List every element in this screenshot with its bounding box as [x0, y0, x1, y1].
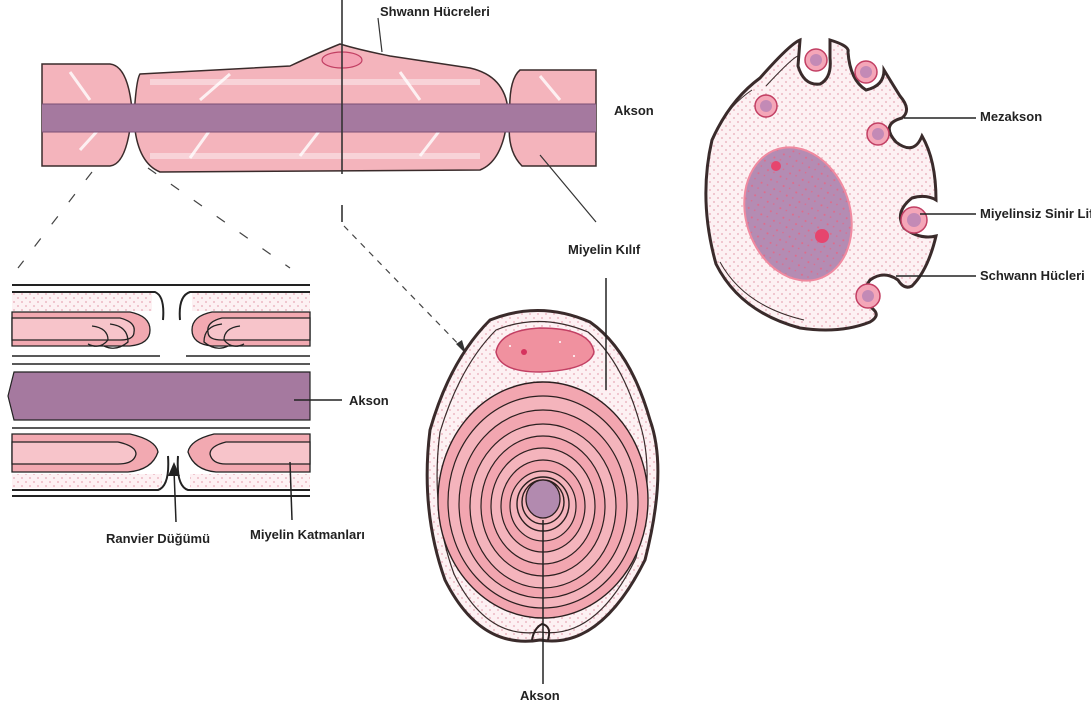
axon-cross-section	[526, 480, 560, 518]
label-ranvier-dugumu: Ranvier Düğümü	[106, 531, 210, 546]
longitudinal-fiber	[42, 0, 596, 222]
unmyelinated-cross-section	[706, 40, 936, 330]
axon-longitudinal	[42, 104, 596, 132]
label-miyelin-kilif: Miyelin Kılıf	[568, 242, 641, 257]
label-schwann-hucleri: Schwann Hücleri	[980, 268, 1085, 283]
label-miyelinsiz-sinir-lifi: Miyelinsiz Sinir Lifi	[980, 206, 1091, 221]
label-miyelin-katmanlari: Miyelin Katmanları	[250, 527, 365, 542]
label-mezakson: Mezakson	[980, 109, 1042, 124]
label-shwann-hucreleri: Shwann Hücreleri	[380, 4, 490, 19]
label-akson-top: Akson	[614, 103, 654, 118]
ranvier-node-detail	[8, 285, 310, 496]
label-akson-mid: Akson	[349, 393, 389, 408]
label-akson-bottom: Akson	[520, 688, 560, 703]
schwann-cell-nucleus-cross	[496, 328, 594, 372]
axon-detail	[8, 372, 310, 420]
